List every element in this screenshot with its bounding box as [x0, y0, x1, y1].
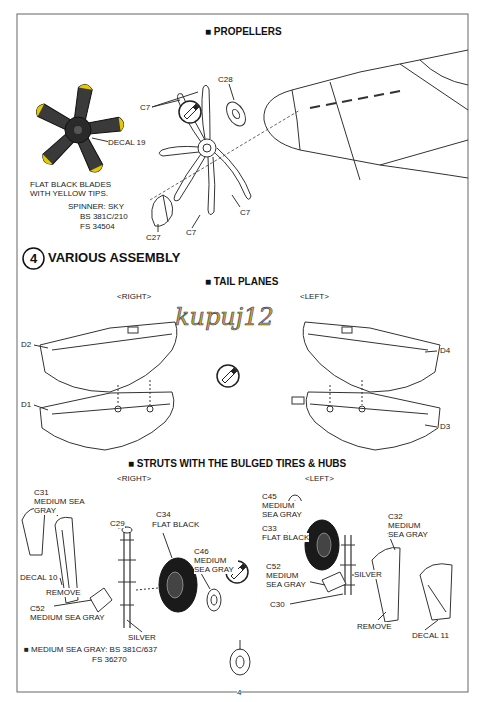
- note-label: MEDIUM SEA GRAY: [266, 571, 310, 589]
- note-label: MEDIUM SEA GRAY: [34, 497, 104, 515]
- watermark: kupuj12: [175, 304, 274, 332]
- note-label: BS 381C/210: [80, 212, 128, 221]
- part-number: C7: [186, 228, 196, 237]
- aircraft-nose: [264, 50, 468, 180]
- note-label: DECAL 10: [20, 573, 58, 582]
- part-number: C31: [34, 488, 49, 497]
- tail-plane-right: [34, 322, 177, 450]
- part-number: C34: [156, 510, 171, 519]
- propeller-view: [34, 83, 124, 174]
- part-number: C27: [146, 233, 161, 242]
- part-number: C46: [194, 547, 209, 556]
- section-heading: ■ STRUTS WITH THE BULGED TIRES & HUBS: [128, 458, 346, 470]
- note-label: MEDIUM SEA GRAY: [388, 521, 432, 539]
- note-label: FLAT BLACK: [152, 520, 199, 529]
- note-label: <LEFT>: [300, 292, 329, 301]
- part-number: C29: [110, 519, 125, 528]
- note-label: DECAL 19: [108, 138, 146, 147]
- note-label: SPINNER: SKY: [68, 202, 124, 211]
- tail-plane-left: [292, 322, 440, 450]
- note-label: FLAT BLACK: [262, 533, 309, 542]
- part-number: D2: [21, 340, 31, 349]
- part-number: C32: [388, 512, 403, 521]
- part-number: C7: [140, 103, 150, 112]
- note-label: FS 34504: [80, 222, 115, 231]
- part-number: C52: [30, 604, 45, 613]
- part-number: D1: [21, 400, 31, 409]
- strut-right: [22, 504, 221, 632]
- wheel-icon: [230, 640, 250, 675]
- part-number: C33: [262, 524, 277, 533]
- note-label: <RIGHT>: [117, 474, 151, 483]
- note-label: MEDIUM SEA GRAY: [30, 613, 105, 622]
- section-heading: ■ PROPELLERS: [205, 26, 282, 38]
- step-number: 4: [30, 251, 37, 266]
- part-number: C28: [218, 75, 233, 84]
- strut-left: [285, 495, 452, 630]
- note-label: FS 36270: [92, 655, 127, 664]
- part-number: D3: [440, 422, 450, 431]
- note-label: <LEFT>: [305, 474, 334, 483]
- note-label: REMOVE: [357, 622, 392, 631]
- propeller-exploded: [150, 85, 300, 226]
- step-circle: 4: [22, 247, 45, 270]
- note-label: MEDIUM SEA GRAY: [194, 556, 238, 574]
- part-number: C30: [270, 600, 285, 609]
- page-frame: [17, 14, 468, 692]
- section-heading: ■ TAIL PLANES: [205, 276, 278, 288]
- note-label: <RIGHT>: [117, 292, 151, 301]
- note-label: SILVER: [354, 570, 382, 579]
- note-label: MEDIUM SEA GRAY: [262, 501, 306, 519]
- note-label: DECAL 11: [412, 631, 449, 640]
- part-number: C45: [262, 492, 277, 501]
- section-heading: VARIOUS ASSEMBLY: [48, 251, 180, 266]
- note-label: 4: [237, 688, 241, 697]
- part-number: C7: [240, 208, 250, 217]
- note-label: FLAT BLACK BLADES WITH YELLOW TIPS.: [30, 180, 122, 198]
- part-number: C52: [266, 562, 281, 571]
- part-number: D4: [440, 346, 450, 355]
- note-label: ■ MEDIUM SEA GRAY: BS 381C/637: [24, 645, 157, 654]
- note-label: REMOVE: [46, 588, 81, 597]
- note-label: SILVER: [128, 633, 156, 642]
